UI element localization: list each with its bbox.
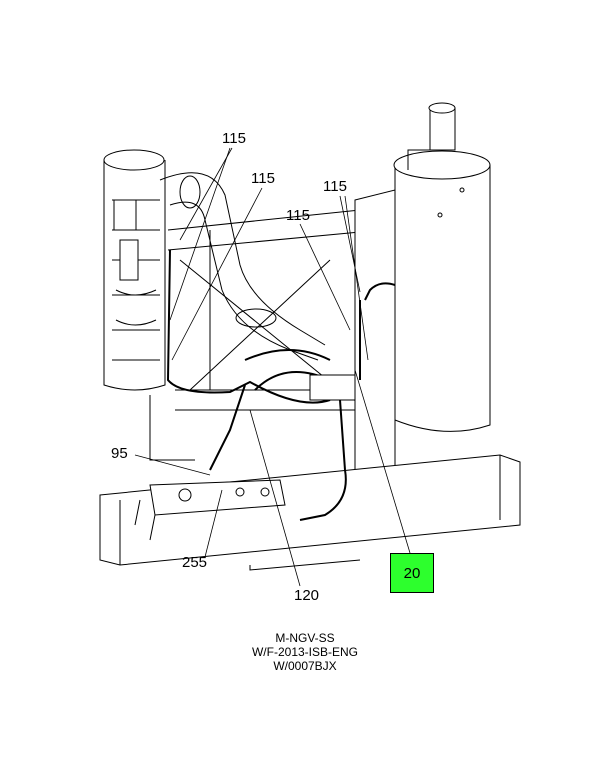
- wiring-harness: [166, 249, 396, 521]
- callout-115-c: 115: [323, 178, 347, 195]
- callout-255: 255: [182, 554, 208, 571]
- callout-95: 95: [111, 445, 128, 462]
- callout-115-a: 115: [222, 130, 246, 147]
- support-frame: [149, 189, 396, 531]
- caption-line-3: W/0007BJX: [273, 659, 337, 673]
- callout-115-b: 115: [251, 170, 275, 187]
- callout-115-d: 115: [286, 207, 310, 224]
- caption-line-2: W/F-2013-ISB-ENG: [251, 645, 359, 659]
- leader-lines: [134, 147, 411, 587]
- highlighted-callout-20[interactable]: 20: [390, 553, 434, 593]
- frame-rail: [99, 454, 521, 571]
- bracket-assembly: [134, 479, 286, 541]
- caption-line-1: M-NGV-SS: [275, 631, 335, 645]
- left-canister: [103, 149, 166, 391]
- exhaust-pipe: [159, 172, 326, 361]
- right-canister: [393, 102, 491, 432]
- callout-120: 120: [294, 587, 320, 604]
- highlighted-callout-label: 20: [403, 564, 421, 582]
- sensor-module: [309, 374, 356, 401]
